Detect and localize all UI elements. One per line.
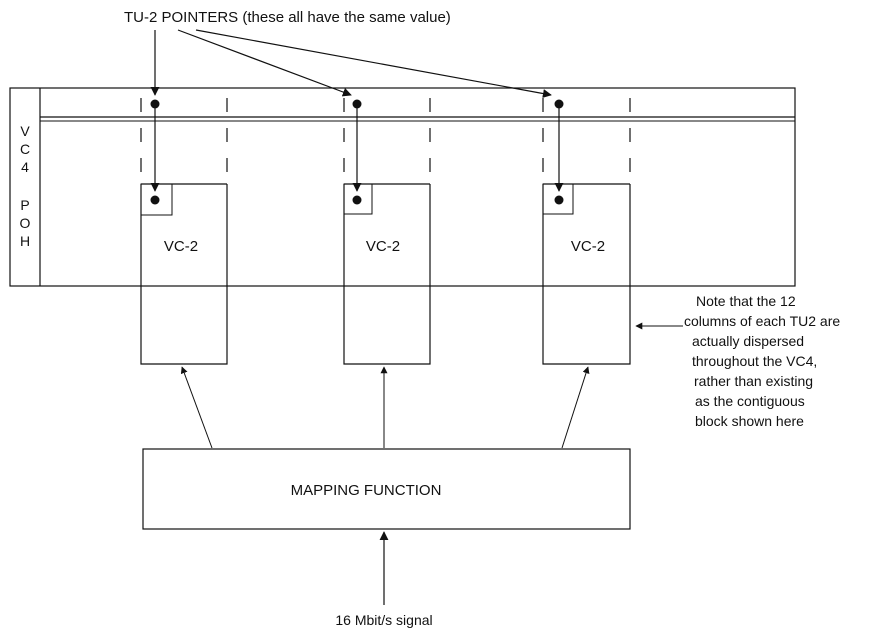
vc2-block-3: VC-2 — [542, 183, 631, 365]
note-line: as the contiguous — [695, 393, 805, 409]
note-line: Note that the 12 — [696, 293, 796, 309]
poh-letter: C — [20, 141, 30, 157]
poh-letter: 4 — [21, 159, 29, 175]
tu2-pointer-3 — [554, 99, 564, 109]
vc2-label: VC-2 — [164, 238, 198, 255]
note-line: columns of each TU2 are — [684, 313, 840, 329]
mapping-arrow-3 — [561, 366, 590, 449]
mapping-function-label: MAPPING FUNCTION — [291, 482, 442, 499]
poh-letter: H — [20, 233, 30, 249]
title-arrow-2 — [177, 29, 352, 97]
note-line: rather than existing — [694, 373, 813, 389]
note-line: block shown here — [695, 413, 804, 429]
mapping-arrow-1 — [180, 366, 213, 449]
vc2-label: VC-2 — [571, 238, 605, 255]
poh-letter: V — [20, 123, 30, 139]
vc2-block-1: VC-2 — [140, 183, 228, 365]
vc4-poh-label: V C 4 P O H — [20, 123, 31, 249]
mapping-function-box — [142, 448, 631, 530]
signal-label: 16 Mbit/s signal — [335, 612, 432, 628]
note-text: Note that the 12 columns of each TU2 are… — [684, 293, 840, 429]
tu2-pointer-2 — [352, 99, 362, 109]
note-line: actually dispersed — [692, 333, 804, 349]
tu2-column-guides — [140, 98, 631, 184]
title-arrow-3 — [195, 29, 552, 98]
vc4-container — [9, 87, 796, 287]
tu2-pointer-1 — [150, 99, 160, 109]
note-line: throughout the VC4, — [692, 353, 817, 369]
diagram-title: TU-2 POINTERS (these all have the same v… — [124, 9, 451, 26]
vc2-label: VC-2 — [366, 238, 400, 255]
vc2-block-2: VC-2 — [343, 183, 431, 365]
poh-letter: P — [20, 197, 29, 213]
poh-letter: O — [20, 215, 31, 231]
